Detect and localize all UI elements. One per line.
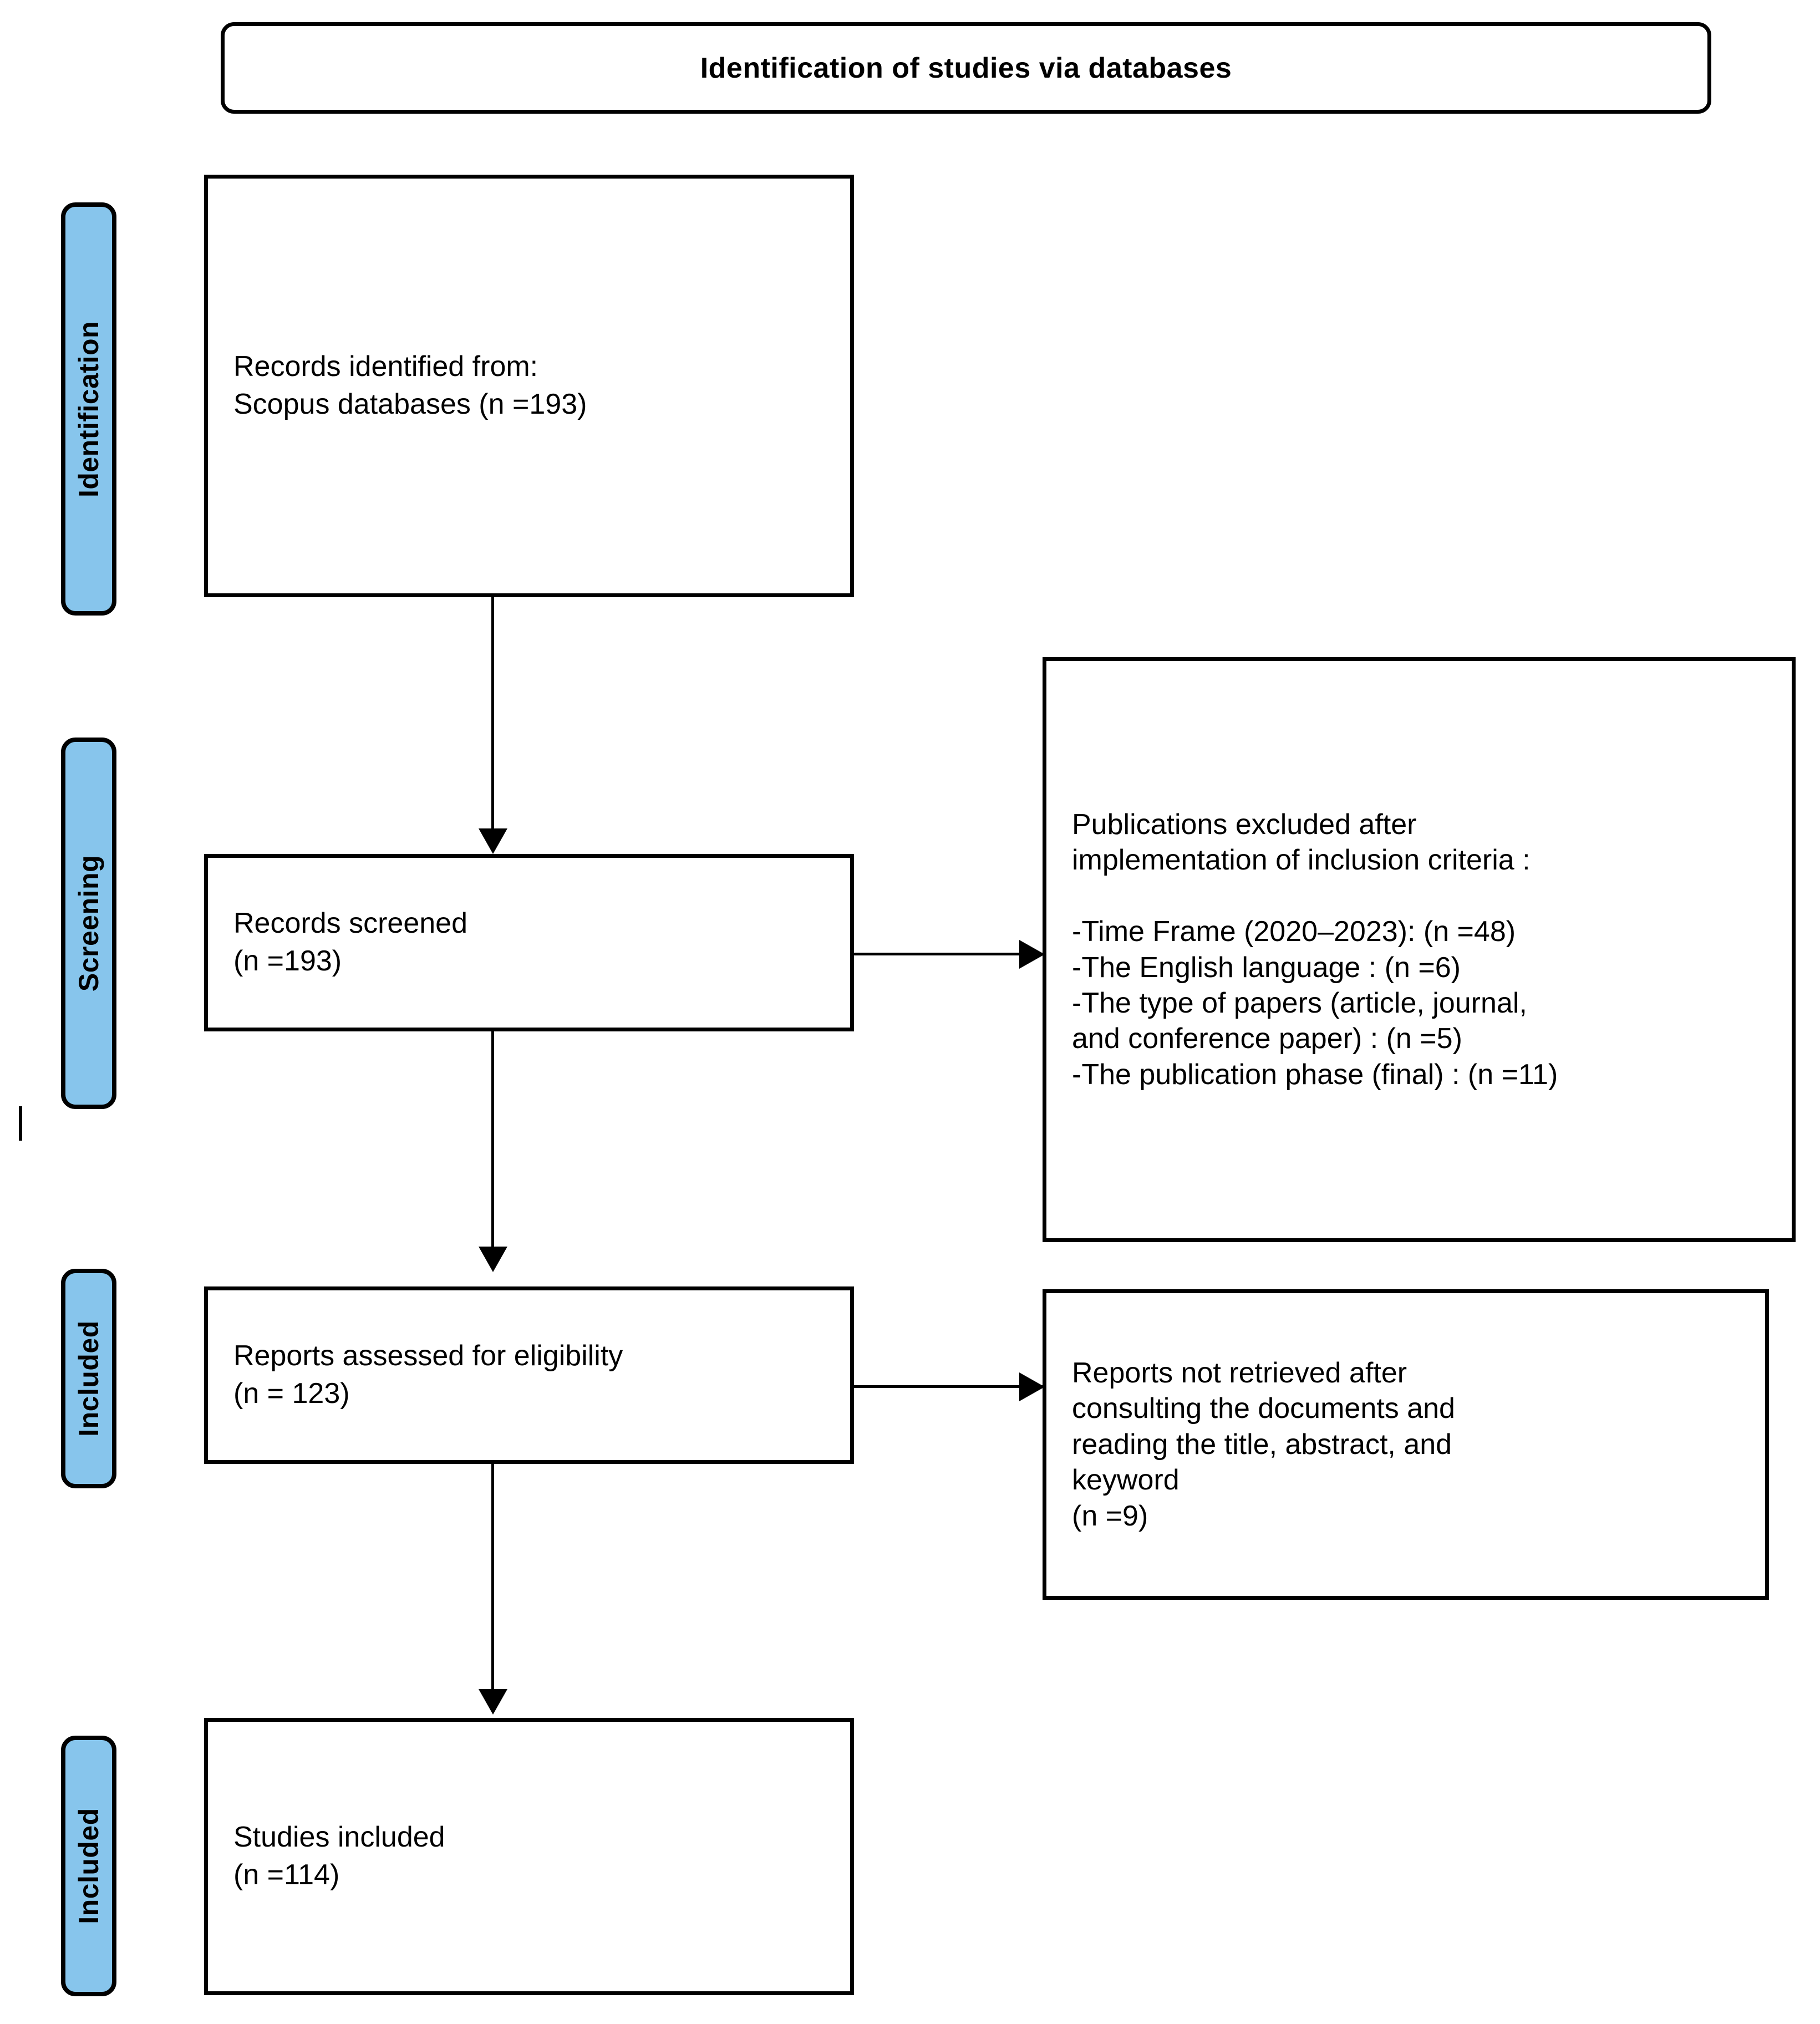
stray-tick-mark xyxy=(19,1106,22,1141)
arrowhead-assessed-to-not-retrieved xyxy=(1019,1372,1045,1401)
box-records-identified: Records identified from: Scopus database… xyxy=(204,175,854,597)
box-records-screened-text: Records screened (n =193) xyxy=(233,907,467,977)
box-publications-excluded-text: Publications excluded after implementati… xyxy=(1072,808,1558,1091)
connector-assessed-to-not-retrieved xyxy=(854,1385,1045,1388)
stage-tab-screening: Screening xyxy=(61,738,116,1109)
box-publications-excluded: Publications excluded after implementati… xyxy=(1043,657,1796,1242)
stage-tab-identification-label: Identification xyxy=(73,321,105,497)
box-records-identified-text: Records identified from: Scopus database… xyxy=(233,350,587,420)
box-reports-assessed: Reports assessed for eligibility (n = 12… xyxy=(204,1286,854,1464)
arrowhead-screened-to-excluded xyxy=(1019,940,1045,969)
stage-tab-included-final-label: Included xyxy=(73,1808,105,1924)
connector-screened-to-excluded xyxy=(854,953,1045,955)
box-records-screened: Records screened (n =193) xyxy=(204,854,854,1031)
arrowhead-screened-to-assessed xyxy=(479,1247,507,1272)
stage-tab-identification: Identification xyxy=(61,202,116,616)
stage-tab-screening-label: Screening xyxy=(73,855,104,992)
arrowhead-assessed-to-included xyxy=(479,1689,507,1715)
connector-assessed-to-included xyxy=(491,1464,494,1708)
connector-screened-to-assessed xyxy=(491,1031,494,1267)
stage-tab-included-eligibility: Included xyxy=(61,1269,116,1488)
diagram-title-banner: Identification of studies via databases xyxy=(221,22,1711,114)
box-reports-not-retrieved: Reports not retrieved after consulting t… xyxy=(1043,1289,1769,1600)
stage-tab-included-eligibility-label: Included xyxy=(73,1320,105,1437)
box-studies-included: Studies included (n =114) xyxy=(204,1718,854,1995)
arrowhead-identified-to-screened xyxy=(479,828,507,854)
box-reports-assessed-text: Reports assessed for eligibility (n = 12… xyxy=(233,1340,623,1410)
connector-identified-to-screened xyxy=(491,597,494,850)
box-studies-included-text: Studies included (n =114) xyxy=(233,1821,445,1891)
stage-tab-included-final: Included xyxy=(61,1736,116,1996)
diagram-title: Identification of studies via databases xyxy=(700,52,1232,84)
box-reports-not-retrieved-text: Reports not retrieved after consulting t… xyxy=(1072,1356,1455,1532)
